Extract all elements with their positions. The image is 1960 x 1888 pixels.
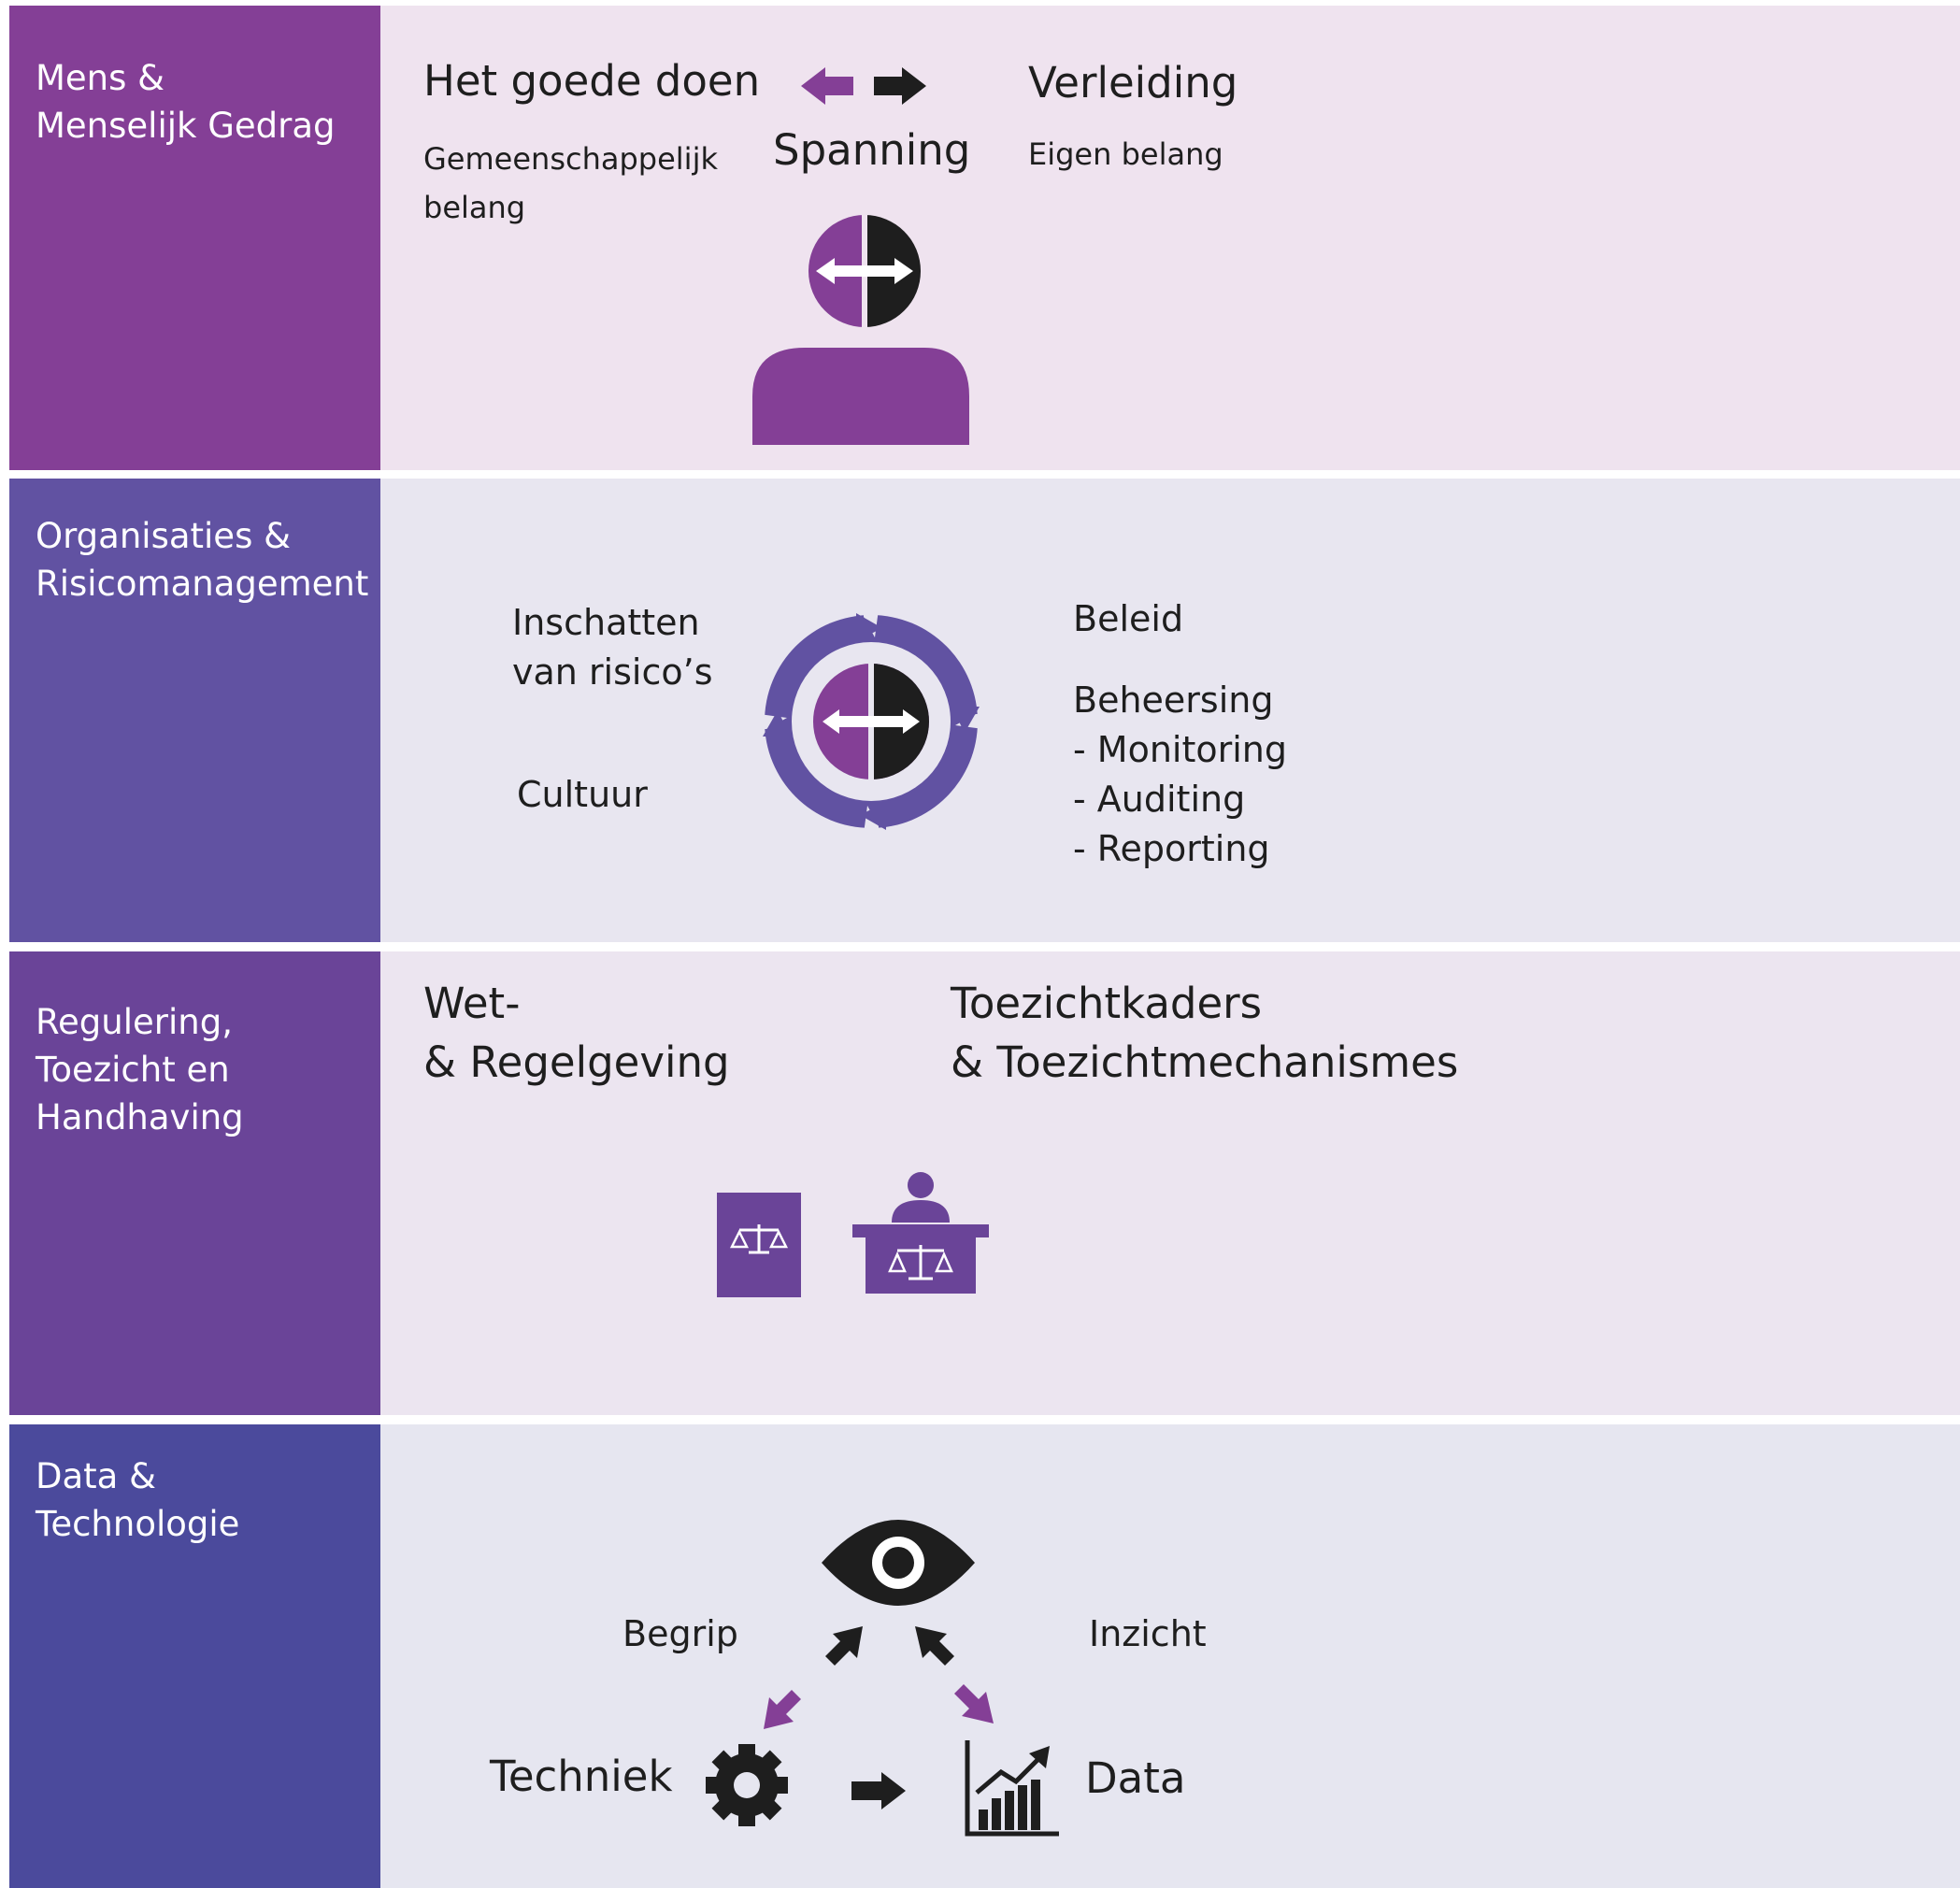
bar-chart-icon [965,1740,1059,1837]
arrow-right-icon [851,1772,906,1809]
cycle-icon [759,609,983,834]
diagonal-arrows-icon [764,1626,994,1729]
right-bottom-label: Beheersing - Monitoring - Auditing - Rep… [1073,679,1288,869]
judge-desk-icon [852,1172,989,1294]
side-block: Mens & Menselijk Gedrag [9,6,380,470]
content-panel: Inschatten van risico’s Cultuur Beleid B… [380,479,1960,942]
bottom-right-label: Data [1085,1753,1186,1803]
row-label: Mens & Menselijk Gedrag [36,58,336,146]
side-block: Organisaties & Risicomanagement [9,479,380,942]
arrow-right-icon [874,67,926,105]
row-label: Organisaties & Risicomanagement [36,516,369,604]
row-mens: Mens & Menselijk Gedrag Het goede doen G… [0,6,1960,470]
gear-icon [706,1744,788,1826]
row-regulering: Regulering, Toezicht en Handhaving Wet- … [0,951,1960,1415]
center-label: Spanning [773,125,971,175]
row-organisaties: Organisaties & Risicomanagement Inschatt… [0,479,1960,942]
right-subtitle: Eigen belang [1028,136,1223,172]
arrow-left-icon [801,67,853,105]
row-label: Data & Technologie [36,1456,240,1544]
left-subtitle: Gemeenschappelijk belang [423,141,718,225]
eye-icon [822,1520,975,1606]
bottom-left-label: Techniek [490,1752,673,1801]
content-panel: Begrip Inzicht Techniek Data [380,1424,1960,1888]
left-bottom-label: Cultuur [517,774,648,815]
left-mid-label: Begrip [622,1613,738,1654]
left-title: Het goede doen [423,56,761,106]
person-tension-icon [752,213,969,445]
content-panel: Wet- & Regelgeving Toezichtkaders & Toez… [380,951,1960,1415]
side-block: Data & Technologie [9,1424,380,1888]
content-panel: Het goede doen Gemeenschappelijk belang … [380,6,1960,470]
left-top-label: Inschatten van risico’s [512,602,713,693]
right-mid-label: Inzicht [1089,1613,1207,1654]
side-block: Regulering, Toezicht en Handhaving [9,951,380,1415]
right-title: Verleiding [1028,58,1238,107]
left-title: Wet- & Regelgeving [423,979,730,1087]
law-book-icon [717,1193,801,1297]
row-label: Regulering, Toezicht en Handhaving [36,1002,244,1137]
right-top-label: Beleid [1073,598,1184,639]
right-title: Toezichtkaders & Toezichtmechanismes [951,979,1459,1087]
row-data: Data & Technologie Begrip Inzicht Techni… [0,1424,1960,1888]
